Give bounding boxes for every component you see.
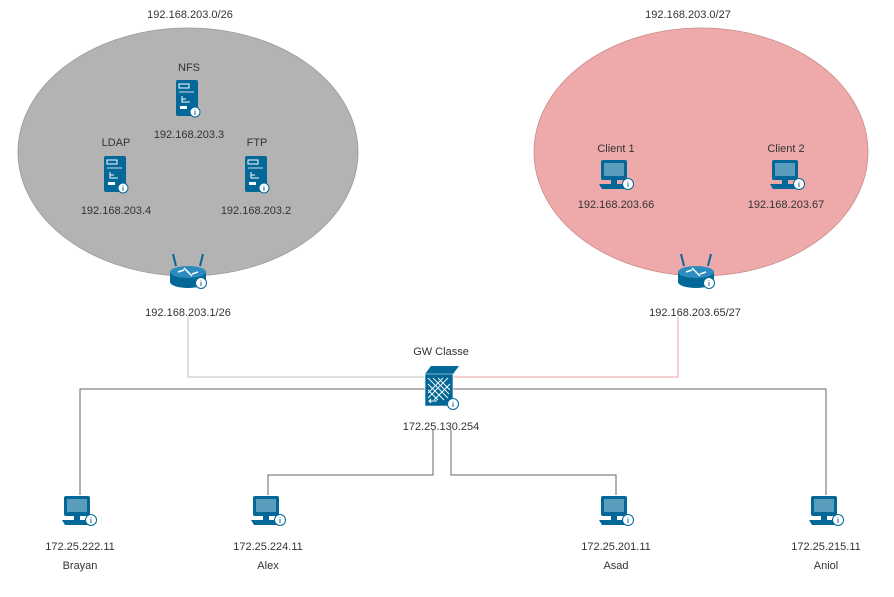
firewall-icon — [424, 365, 460, 410]
gateway-name-label: GW Classe — [413, 346, 469, 358]
workstation-icon — [808, 495, 844, 526]
client-1[interactable]: Client 1 192.168.203.66 — [578, 143, 654, 211]
router-ip-label: 192.168.203.65/27 — [649, 307, 741, 319]
host-name-label: Asad — [603, 560, 628, 572]
server-ip-label: 192.168.203.4 — [81, 205, 151, 217]
host-ip-label: 172.25.215.11 — [791, 541, 861, 553]
gateway-firewall[interactable]: GW Classe 172.25.130.254 — [403, 346, 479, 433]
gateway-ip-label: 172.25.130.254 — [403, 421, 479, 433]
client-ip-label: 192.168.203.66 — [578, 199, 654, 211]
server-icon — [244, 155, 270, 194]
left-subnet-label: 192.168.203.0/26 — [147, 9, 233, 21]
host-ip-label: 172.25.201.11 — [581, 541, 651, 553]
server-name-label: NFS — [178, 62, 200, 74]
server-ip-label: 192.168.203.2 — [221, 205, 291, 217]
workstation-icon — [61, 495, 97, 526]
client-name-label: Client 1 — [597, 143, 634, 155]
server-name-label: LDAP — [102, 137, 131, 149]
workstation-icon — [250, 495, 286, 526]
server-icon — [103, 155, 129, 194]
host-aniol[interactable]: 172.25.215.11 Aniol — [791, 495, 861, 572]
host-name-label: Brayan — [63, 560, 98, 572]
host-brayan[interactable]: 172.25.222.11 Brayan — [45, 495, 115, 572]
host-alex[interactable]: 172.25.224.11 Alex — [233, 495, 303, 572]
link-left-router-gateway — [187, 317, 440, 378]
host-name-label: Aniol — [814, 560, 838, 572]
server-ip-label: 192.168.203.3 — [154, 129, 224, 141]
workstation-icon — [598, 495, 634, 526]
host-ip-label: 172.25.222.11 — [45, 541, 115, 553]
server-name-label: FTP — [247, 137, 268, 149]
link-gateway-brayan — [79, 388, 430, 495]
server-ldap[interactable]: LDAP 192.168.203.4 — [81, 137, 151, 217]
right-network-zone — [533, 27, 869, 277]
link-gateway-aniol — [452, 388, 827, 495]
router-right[interactable]: 192.168.203.65/27 — [649, 253, 741, 319]
link-gateway-alex — [267, 430, 434, 495]
server-ftp[interactable]: FTP 192.168.203.2 — [221, 137, 291, 217]
client-name-label: Client 2 — [767, 143, 804, 155]
link-right-router-gateway — [440, 317, 679, 378]
host-ip-label: 172.25.224.11 — [233, 541, 303, 553]
client-ip-label: 192.168.203.67 — [748, 199, 824, 211]
router-ip-label: 192.168.203.1/26 — [145, 307, 231, 319]
client-2[interactable]: Client 2 192.168.203.67 — [748, 143, 824, 211]
host-asad[interactable]: 172.25.201.11 Asad — [581, 495, 651, 572]
router-left[interactable]: 192.168.203.1/26 — [145, 253, 231, 319]
link-gateway-asad — [450, 430, 617, 495]
host-name-label: Alex — [257, 560, 279, 572]
server-nfs[interactable]: NFS 192.168.203.3 — [154, 62, 224, 141]
server-icon — [175, 79, 201, 118]
right-subnet-label: 192.168.203.0/27 — [645, 9, 731, 21]
